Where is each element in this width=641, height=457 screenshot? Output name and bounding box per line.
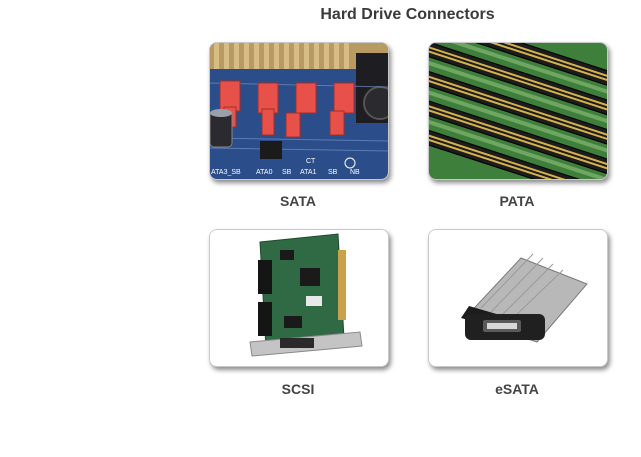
sata-photo: ATA3_SB ATA0 SB ATA1 SB NB CT: [210, 43, 388, 179]
board-label: SB: [328, 169, 338, 176]
esata-label: eSATA: [495, 381, 539, 397]
sata-label: SATA: [279, 193, 317, 209]
board-label: NB: [350, 169, 360, 176]
board-label: ATA0: [256, 169, 273, 176]
scsi-image-card: [209, 229, 389, 367]
board-label: ATA1: [300, 169, 317, 176]
pata-photo: [429, 43, 607, 179]
sata-image-card: ATA3_SB ATA0 SB ATA1 SB NB CT: [209, 42, 389, 180]
esata-image-card: [428, 229, 608, 367]
scsi-photo: [210, 230, 388, 366]
pata-label: PATA: [499, 193, 535, 209]
esata-photo: [429, 230, 607, 366]
board-label: SB: [282, 169, 292, 176]
pata-image-card: [428, 42, 608, 180]
scsi-label: SCSI: [281, 381, 315, 397]
board-label: ATA3_SB: [211, 169, 241, 176]
board-label: CT: [306, 158, 316, 165]
page-title: Hard Drive Connectors: [320, 6, 495, 23]
